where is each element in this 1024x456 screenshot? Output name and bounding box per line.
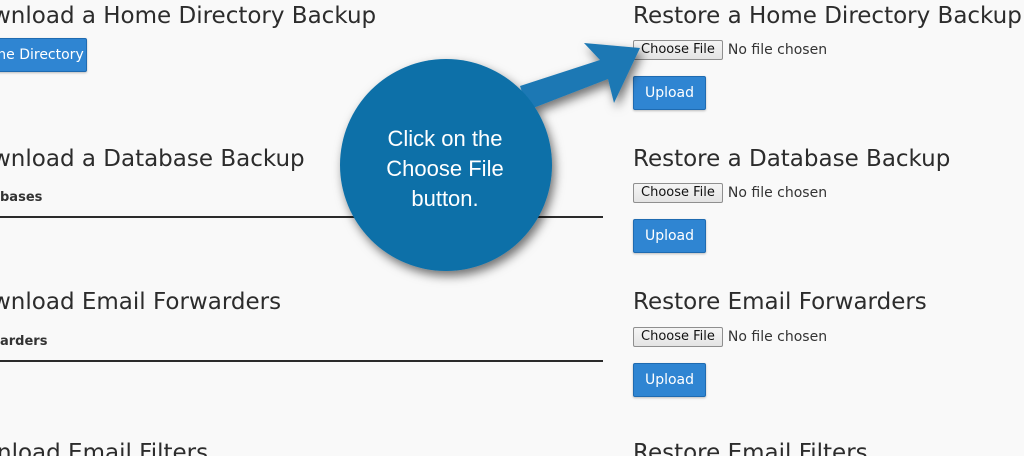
filters-backup-heading: nload Email Filters xyxy=(0,440,209,456)
database-restore-choose-file-button[interactable]: Choose File xyxy=(633,183,723,203)
database-restore-file-status: No file chosen xyxy=(727,185,828,201)
home-restore-file-status: No file chosen xyxy=(727,42,828,58)
databases-select[interactable] xyxy=(0,216,603,218)
callout-arrow xyxy=(520,43,640,110)
forwarders-restore-file-input: Choose File No file chosen xyxy=(633,326,827,348)
databases-label: bases xyxy=(0,190,43,205)
home-restore-file-input: Choose File No file chosen xyxy=(633,39,827,61)
forwarders-restore-upload-button[interactable]: Upload xyxy=(633,363,706,397)
callout-line-3: button. xyxy=(411,186,479,211)
forwarders-restore-file-status: No file chosen xyxy=(727,329,828,345)
home-restore-choose-file-button[interactable]: Choose File xyxy=(633,40,723,60)
home-restore-heading: Restore a Home Directory Backup xyxy=(633,3,1022,29)
database-restore-upload-button[interactable]: Upload xyxy=(633,219,706,253)
forwarders-backup-heading: wnload Email Forwarders xyxy=(0,289,282,315)
database-restore-file-input: Choose File No file chosen xyxy=(633,182,827,204)
home-backup-heading: wnload a Home Directory Backup xyxy=(0,3,377,29)
download-home-directory-button[interactable]: ne Directory xyxy=(0,38,87,72)
forwarders-restore-choose-file-button[interactable]: Choose File xyxy=(633,327,723,347)
database-restore-heading: Restore a Database Backup xyxy=(633,146,951,172)
forwarders-label: arders xyxy=(0,334,48,349)
database-backup-heading: wnload a Database Backup xyxy=(0,146,305,172)
forwarders-select[interactable] xyxy=(0,360,603,362)
forwarders-restore-heading: Restore Email Forwarders xyxy=(633,289,927,315)
callout-text: Click on the Choose File button. xyxy=(355,124,535,214)
home-restore-upload-button[interactable]: Upload xyxy=(633,76,706,110)
filters-restore-heading: Restore Email Filters xyxy=(633,440,868,456)
callout-line-2: Choose File xyxy=(386,156,504,181)
callout-line-1: Click on the xyxy=(387,126,503,151)
